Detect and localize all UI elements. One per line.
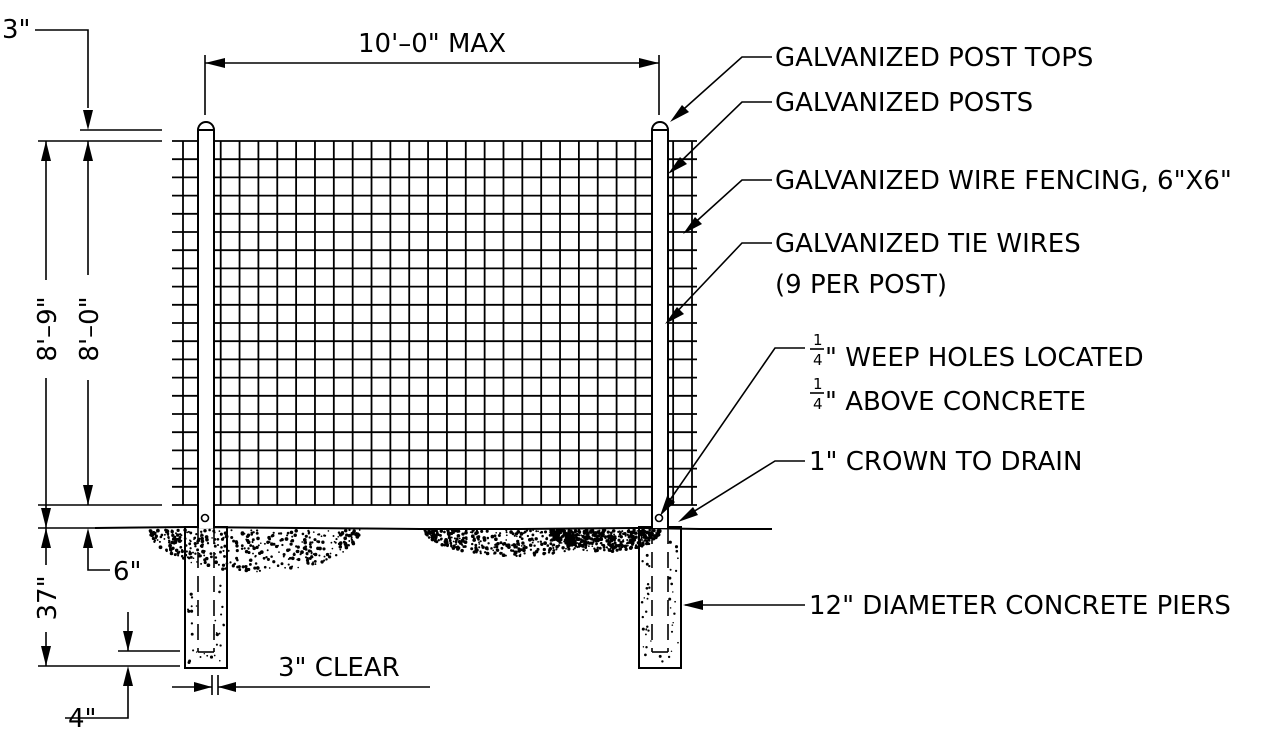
right-post xyxy=(651,121,669,528)
right-concrete-pier xyxy=(638,526,682,669)
left-weep-hole xyxy=(200,513,210,523)
concrete-stipple xyxy=(186,531,679,664)
svg-text:" WEEP HOLES LOCATED: " WEEP HOLES LOCATED xyxy=(825,343,1144,373)
wire-fencing-callout: GALVANIZED WIRE FENCING, 6"X6" xyxy=(775,166,1232,196)
svg-text:4: 4 xyxy=(813,351,823,369)
right-weep-hole xyxy=(654,513,664,523)
height-dimensions: 3" 8'–9" 8'–0" 37" 6" 4" xyxy=(2,15,430,734)
post-tops-callout: GALVANIZED POST TOPS xyxy=(775,43,1093,73)
wire-mesh xyxy=(172,140,697,506)
gravel-backfill xyxy=(148,528,662,573)
svg-text:" ABOVE CONCRETE: " ABOVE CONCRETE xyxy=(825,387,1086,417)
svg-text:1: 1 xyxy=(813,375,823,393)
pier-depth-label: 37" xyxy=(33,575,63,620)
tie-wires-callout: GALVANIZED TIE WIRES xyxy=(775,229,1081,259)
fence-height-label: 8'–0" xyxy=(75,296,105,361)
side-clear-label: 3" CLEAR xyxy=(278,653,400,683)
weep-holes-callout: 1 4 " WEEP HOLES LOCATED 1 4 " ABOVE CON… xyxy=(810,331,1144,417)
piers-callout: 12" DIAMETER CONCRETE PIERS xyxy=(809,591,1231,621)
bottom-clear-label: 4" xyxy=(68,704,97,734)
svg-text:1: 1 xyxy=(813,331,823,349)
callouts: GALVANIZED POST TOPS GALVANIZED POSTS GA… xyxy=(660,43,1232,621)
total-height-label: 8'–9" xyxy=(33,296,63,361)
posts-callout: GALVANIZED POSTS xyxy=(775,88,1033,118)
span-dimension: 10'–0" MAX xyxy=(204,29,660,115)
tie-wires-count-callout: (9 PER POST) xyxy=(775,270,947,300)
grade-to-weep-label: 6" xyxy=(113,557,142,587)
crown-callout: 1" CROWN TO DRAIN xyxy=(809,447,1082,477)
post-top-offset-label: 3" xyxy=(2,15,31,45)
svg-text:4: 4 xyxy=(813,395,823,413)
left-post xyxy=(197,121,215,528)
span-dimension-label: 10'–0" MAX xyxy=(358,29,506,59)
